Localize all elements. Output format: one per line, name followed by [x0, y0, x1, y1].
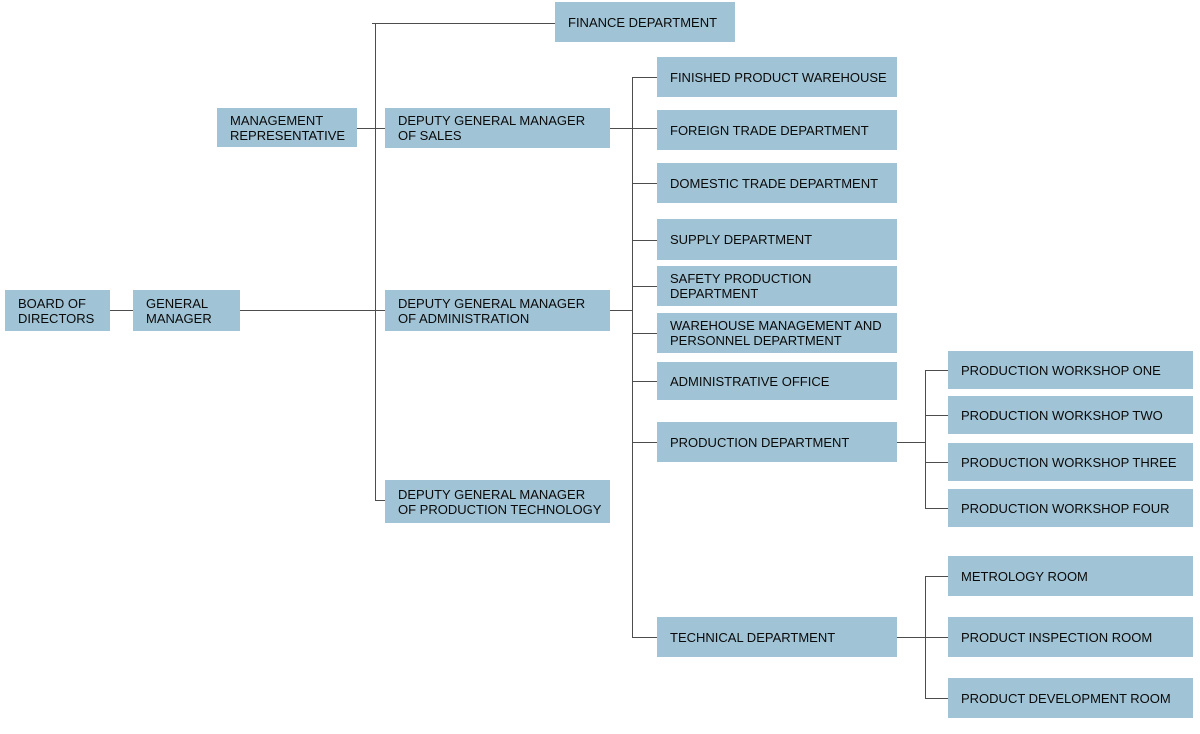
connector-line [925, 415, 948, 416]
node-administrative-office: ADMINISTRATIVE OFFICE [657, 362, 897, 400]
connector-line [372, 23, 555, 24]
node-product-inspection-room: PRODUCT INSPECTION ROOM [948, 617, 1193, 657]
connector-line [925, 370, 926, 508]
connector-line [110, 310, 133, 311]
node-deputy-general-manager-of-sales: DEPUTY GENERAL MANAGER OF SALES [385, 108, 610, 148]
node-deputy-general-manager-of-production-technology: DEPUTY GENERAL MANAGER OF PRODUCTION TEC… [385, 480, 610, 523]
connector-line [632, 333, 657, 334]
connector-line [925, 576, 926, 698]
node-domestic-trade-department: DOMESTIC TRADE DEPARTMENT [657, 163, 897, 203]
connector-line [632, 183, 657, 184]
node-deputy-general-manager-of-administration: DEPUTY GENERAL MANAGER OF ADMINISTRATION [385, 290, 610, 331]
connector-line [632, 637, 657, 638]
connector-line [240, 310, 385, 311]
node-metrology-room: METROLOGY ROOM [948, 556, 1193, 596]
node-finance-department: FINANCE DEPARTMENT [555, 2, 735, 42]
connector-line [632, 442, 657, 443]
node-production-workshop-one: PRODUCTION WORKSHOP ONE [948, 351, 1193, 389]
node-safety-production-department: SAFETY PRODUCTION DEPARTMENT [657, 266, 897, 306]
node-board-of-directors: BOARD OF DIRECTORS [5, 290, 110, 331]
node-production-workshop-three: PRODUCTION WORKSHOP THREE [948, 443, 1193, 481]
node-technical-department: TECHNICAL DEPARTMENT [657, 617, 897, 657]
connector-line [925, 508, 948, 509]
node-foreign-trade-department: FOREIGN TRADE DEPARTMENT [657, 110, 897, 150]
connector-line [375, 23, 376, 500]
node-supply-department: SUPPLY DEPARTMENT [657, 219, 897, 260]
node-production-department: PRODUCTION DEPARTMENT [657, 422, 897, 462]
connector-line [925, 698, 948, 699]
node-production-workshop-two: PRODUCTION WORKSHOP TWO [948, 396, 1193, 434]
connector-line [925, 576, 948, 577]
node-warehouse-management-and-personnel-department: WAREHOUSE MANAGEMENT AND PERSONNEL DEPAR… [657, 313, 897, 353]
connector-line [375, 500, 385, 501]
connector-line [632, 77, 633, 637]
connector-line [357, 128, 385, 129]
node-general-manager: GENERAL MANAGER [133, 290, 240, 331]
node-management-representative: MANAGEMENT REPRESENTATIVE [217, 108, 357, 147]
connector-line [610, 310, 632, 311]
connector-line [632, 286, 657, 287]
node-finished-product-warehouse: FINISHED PRODUCT WAREHOUSE [657, 57, 897, 97]
connector-line [632, 77, 657, 78]
connector-line [610, 128, 657, 129]
connector-line [925, 462, 948, 463]
connector-line [632, 381, 657, 382]
connector-line [897, 637, 948, 638]
node-production-workshop-four: PRODUCTION WORKSHOP FOUR [948, 489, 1193, 527]
connector-line [632, 240, 657, 241]
node-product-development-room: PRODUCT DEVELOPMENT ROOM [948, 678, 1193, 718]
connector-line [925, 370, 948, 371]
connector-line [897, 442, 925, 443]
